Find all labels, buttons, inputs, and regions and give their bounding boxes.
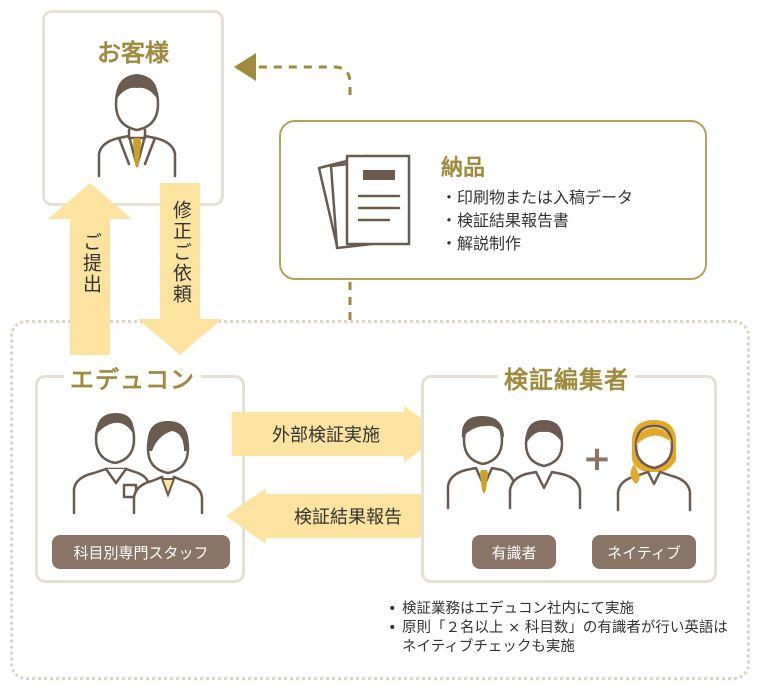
submit-arrow (48, 183, 132, 355)
notes-list: 検証業務はエデュコン社内にて実施 原則「２名以上 × 科目数」の有識者が行い英語… (384, 600, 734, 657)
delivery-item: 検証結果報告書 (441, 209, 633, 232)
customer-box: お客様 (42, 10, 224, 206)
delivery-title: 納品 (441, 156, 486, 181)
staff-icon (72, 413, 204, 515)
staff-tag: 科目別専門スタッフ (52, 535, 230, 569)
report-label: 検証結果報告 (294, 507, 402, 528)
expert-tag: 有識者 (472, 535, 556, 569)
delivery-item: 解説制作 (441, 232, 633, 255)
native-speaker-icon (616, 420, 692, 512)
plus-icon: + (582, 439, 612, 479)
documents-icon (317, 154, 411, 250)
delivery-item: 印刷物または入稿データ (441, 186, 633, 209)
delivery-items: 印刷物または入稿データ 検証結果報告書 解説制作 (441, 186, 633, 255)
report-arrow (226, 488, 438, 544)
note-item: 検証業務はエデュコン社内にて実施 (384, 600, 734, 619)
native-tag: ネイティブ (592, 535, 696, 569)
verifiers-title: 検証編集者 (498, 360, 635, 395)
customer-title: お客様 (97, 39, 169, 67)
revision-arrow (138, 183, 222, 355)
submit-label: ご提出 (80, 232, 102, 295)
external-verification-arrow (232, 406, 444, 462)
external-verification-label: 外部検証実施 (272, 425, 380, 446)
note-item: 原則「２名以上 × 科目数」の有識者が行い英語はネイティブチェックも実施 (384, 619, 734, 657)
delivery-box: 納品 印刷物または入稿データ 検証結果報告書 解説制作 (279, 120, 707, 280)
revision-label: 修正ご依頼 (170, 200, 192, 305)
workflow-region (10, 320, 750, 680)
edicon-title: エデュコン (64, 360, 201, 395)
businessman-icon (97, 74, 177, 178)
experts-icon (446, 416, 582, 510)
